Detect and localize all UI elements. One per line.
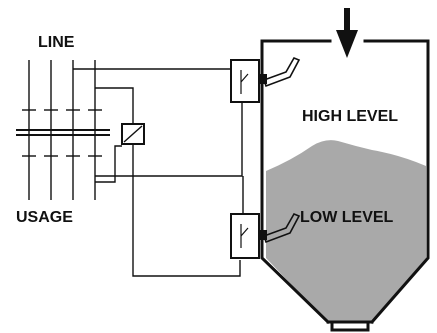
relay-coil-icon xyxy=(121,123,145,145)
high-level-switch xyxy=(230,56,301,103)
down-arrow-icon xyxy=(336,8,358,58)
usage-label: USAGE xyxy=(16,209,73,226)
silo-material xyxy=(266,140,426,323)
low-level-switch xyxy=(230,212,301,259)
control-wiring xyxy=(73,68,244,277)
high-level-label: HIGH LEVEL xyxy=(302,108,398,125)
low-level-label: LOW LEVEL xyxy=(300,209,394,226)
silo-outline xyxy=(260,39,430,332)
line-label: LINE xyxy=(38,34,75,51)
contactor-terminals xyxy=(16,60,110,200)
